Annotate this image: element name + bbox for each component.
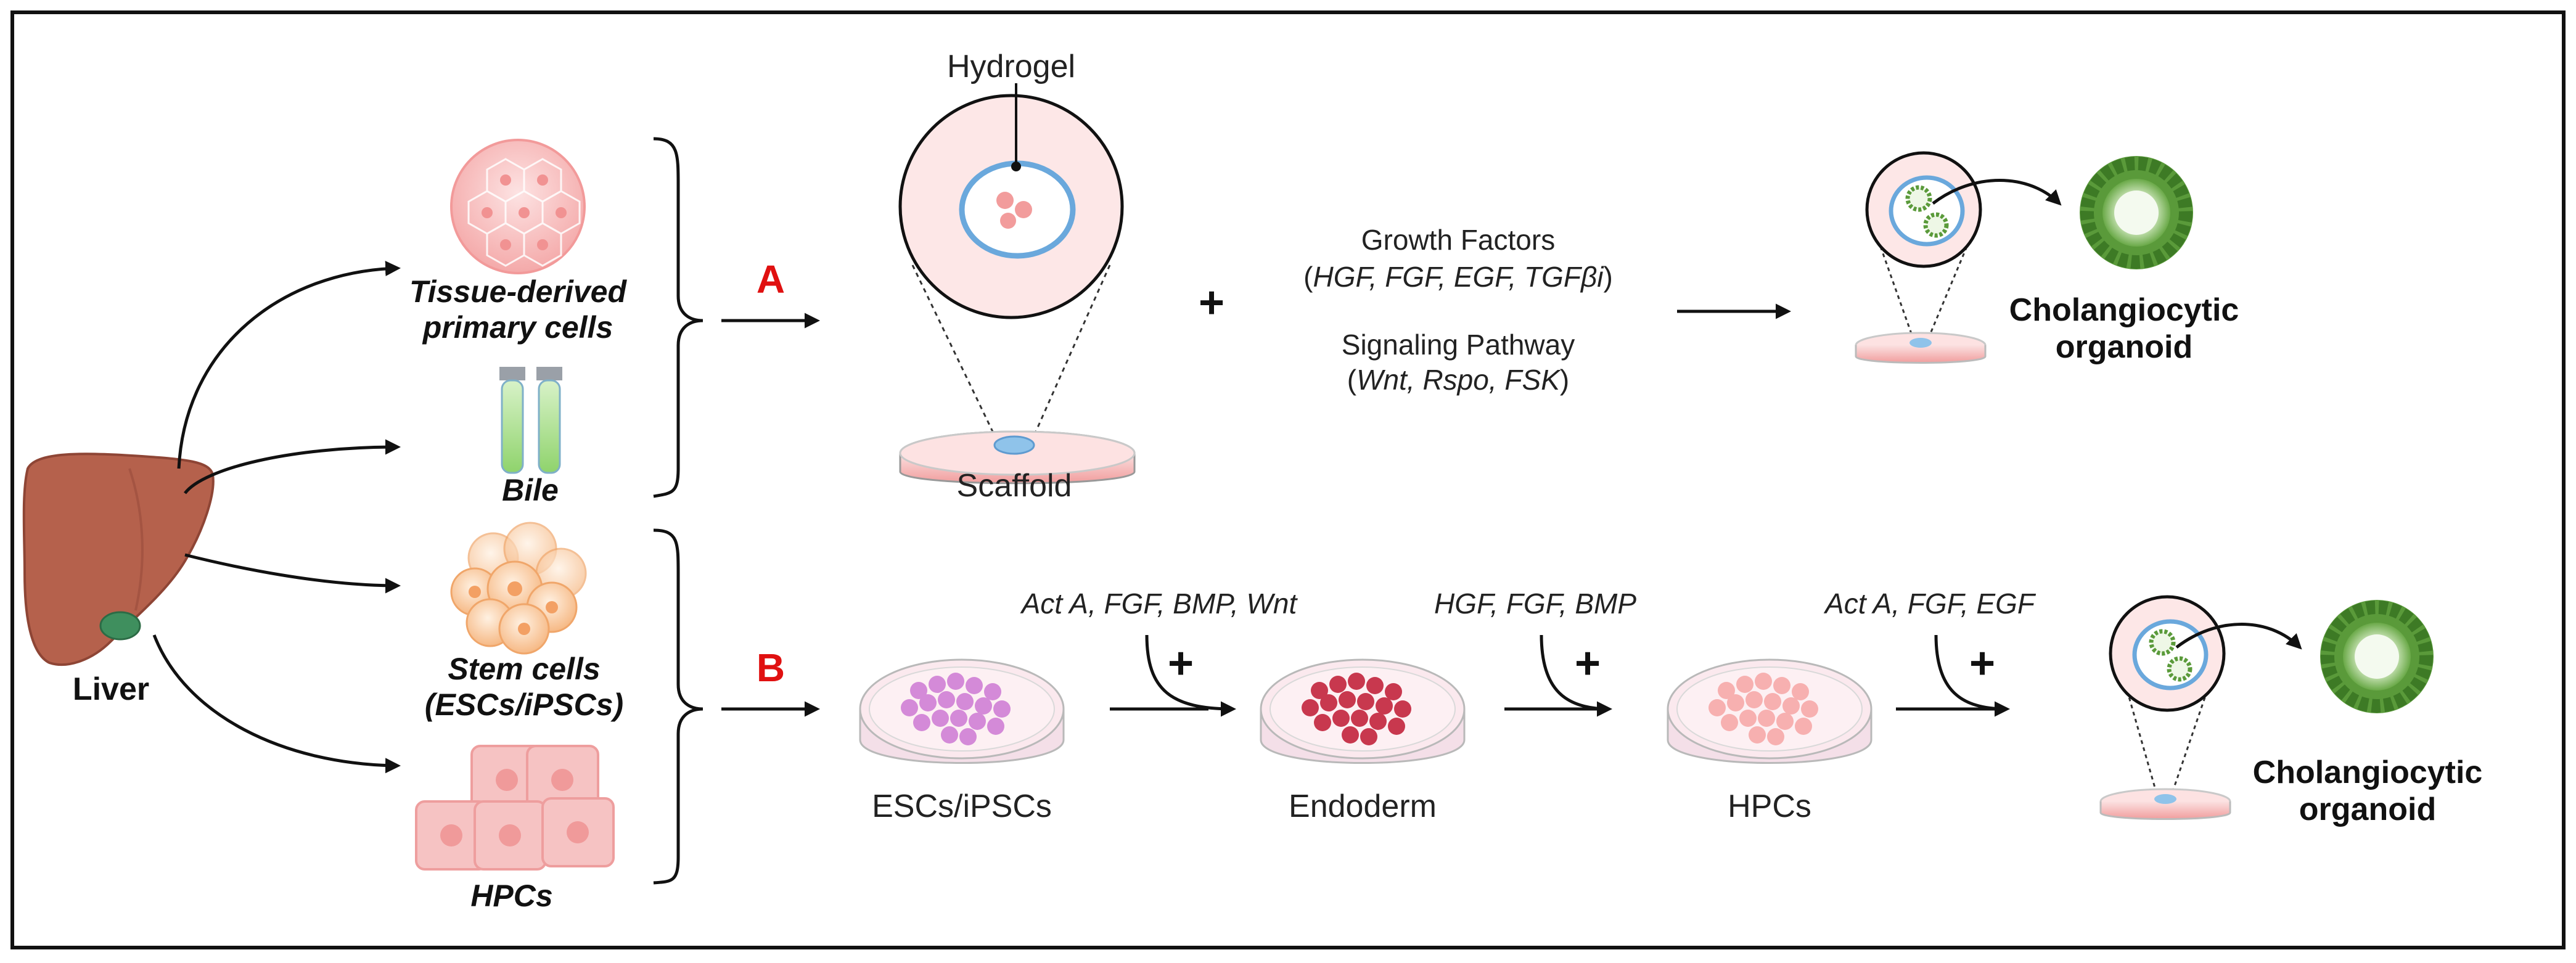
route-a-letter: A [757,257,785,301]
liver-illustration [22,453,215,666]
route-b-organoid-illustration [2099,595,2434,820]
signaling-pathway-title: Signaling Pathway [1342,329,1575,361]
bile-label: Bile [502,473,559,507]
hydrogel-scaffold-illustration [898,94,1136,485]
tissue-label-line2: primary cells [422,310,613,345]
scaffold-label: Scaffold [957,468,1072,504]
route-a-plus: + [1199,278,1224,327]
step3-factors: Act A, FGF, EGF [1823,588,2037,620]
stage-hpcs-label: HPCs [1728,789,1811,824]
growth-factors-list: (HGF, FGF, EGF, TGFβi) [1303,261,1613,293]
hpcs-label: HPCs [470,879,552,913]
tissue-label-line1: Tissue-derived [409,274,627,309]
step2-plus: + [1575,639,1601,688]
step1-factors: Act A, FGF, BMP, Wnt [1020,588,1298,620]
liver-label: Liver [73,671,149,707]
route-a-organoid-illustration [1855,151,2193,364]
bile-tubes-icon [499,367,562,474]
endoderm-dish-illustration [1260,658,1466,764]
route-b-letter: B [757,645,785,690]
esc-dish-illustration [859,658,1065,764]
hpcs-dish-illustration [1667,658,1873,764]
tissue-cells-icon [450,139,586,274]
hydrogel-pointer-dot [1011,162,1021,171]
route-b-result-line1: Cholangiocytic [2253,755,2483,790]
gallbladder-icon [99,611,141,641]
brace-route-a [653,137,703,498]
route-b-result-line2: organoid [2299,792,2436,827]
stem-cells-icon [450,522,587,655]
stage-esc-label: ESCs/iPSCs [872,789,1052,824]
growth-factors-title: Growth Factors [1361,224,1555,256]
step1-plus: + [1168,639,1194,688]
stem-label-line2: (ESCs/iPSCs) [425,687,623,722]
figure-border [10,10,2566,949]
step1-merge-arrow [1145,634,1236,717]
stem-label-line1: Stem cells [448,652,600,686]
brace-route-b [653,528,703,885]
hydrogel-label: Hydrogel [947,49,1075,84]
hpcs-cells-icon [415,745,615,871]
signaling-pathway-list: (Wnt, Rspo, FSK) [1347,364,1569,396]
stage-endoderm-label: Endoderm [1289,789,1437,824]
step3-plus: + [1969,639,1995,688]
route-a-result-line1: Cholangiocytic [2009,292,2239,328]
route-a-result-line2: organoid [2056,329,2192,365]
liver-source-arrows [152,261,401,774]
step2-factors: HGF, FGF, BMP [1434,588,1636,620]
